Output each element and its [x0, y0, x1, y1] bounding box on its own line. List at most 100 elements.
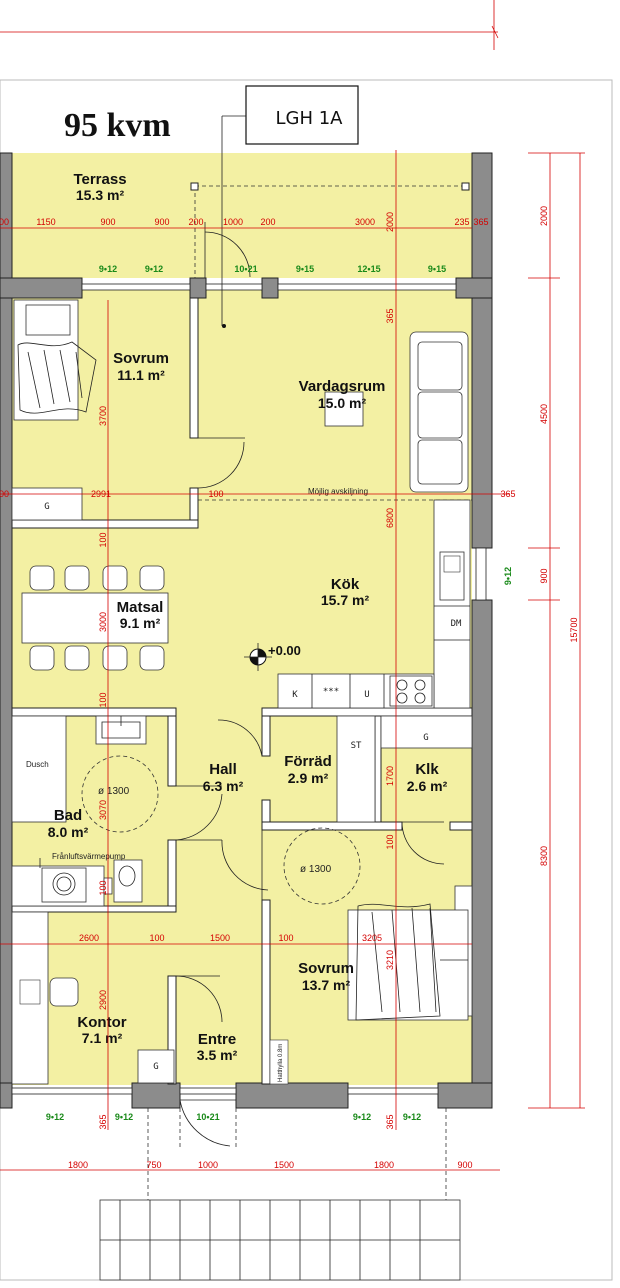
turning-circle-sovrum-label: ø 1300: [300, 864, 332, 875]
dim-r-4: 8300: [539, 846, 549, 866]
room-name-sovrum-1: Sovrum: [113, 350, 169, 367]
bathroom-fixtures: [11, 715, 159, 907]
dim-v-6: 100: [98, 692, 108, 707]
dim-r-1: 4500: [539, 404, 549, 424]
dim-terrace-9: 365: [473, 217, 488, 227]
room-name-forrad: Förräd: [284, 753, 332, 770]
room-name-klk: Klk: [415, 761, 439, 778]
room-name-matsal: Matsal: [117, 599, 164, 616]
room-area-entre: 3.5 m²: [197, 1047, 238, 1063]
exterior-walls: [0, 152, 493, 1109]
window-frames: [11, 283, 487, 1095]
shelf-label: ST: [351, 741, 362, 751]
hat-shelf-label: Hatthylla 0.8m: [278, 1044, 284, 1082]
top-dimension-fragment: [0, 0, 499, 50]
level-marker: [244, 643, 272, 671]
hat-shelf: [269, 1039, 289, 1085]
partition-label: Möjlig avskiljning: [308, 487, 368, 496]
win-top-0: 9•12: [99, 264, 117, 274]
room-name-vardagsrum: Vardagsrum: [299, 378, 386, 395]
dim-hall-4: 3205: [362, 933, 382, 943]
win-top-1: 9•12: [145, 264, 163, 274]
dim-v-7: 3070: [98, 800, 108, 820]
terrace-post-left: [190, 182, 199, 191]
dim-bottom-5: 900: [457, 1160, 472, 1170]
dim-r-2: 900: [539, 568, 549, 583]
dim-terrace-0: 00: [0, 217, 9, 227]
unit-label: LGH 1A: [276, 108, 344, 129]
room-area-matsal: 9.1 m²: [120, 615, 161, 631]
dim-hall-0: 2600: [79, 933, 99, 943]
dim-terrace-7: 3000: [355, 217, 375, 227]
bed-sovrum-1: [13, 299, 97, 421]
dim-v-2: 3700: [98, 406, 108, 426]
room-area-sovrum-2: 13.7 m²: [302, 977, 351, 993]
room-area-hall: 6.3 m²: [203, 778, 244, 794]
room-area-kontor: 7.1 m²: [82, 1030, 123, 1046]
dim-v-8: 1700: [385, 766, 395, 786]
terrace-post-right: [461, 182, 470, 191]
win-bottom-1: 9•12: [115, 1112, 133, 1122]
door-swings: [175, 222, 445, 1147]
sofa: [409, 331, 469, 493]
room-labels: Terrass 15.3 m² Sovrum 11.1 m² Vardagsru…: [48, 171, 448, 1063]
win-bottom-0: 9•12: [46, 1112, 64, 1122]
dim-v-3: 6800: [385, 508, 395, 528]
dining-table: [21, 565, 169, 671]
room-name-bad: Bad: [54, 807, 82, 824]
win-bottom-2: 10•21: [196, 1112, 219, 1122]
oven-label: U: [364, 690, 369, 700]
dim-terrace-1: 1150: [36, 217, 55, 227]
room-area-sovrum-1: 11.1 m²: [117, 367, 165, 383]
dim-v-13: 365: [98, 1114, 108, 1129]
dim-terrace-6: 200: [260, 217, 275, 227]
closet-entre: [137, 1049, 175, 1084]
dishwasher-label: DM: [451, 619, 462, 629]
win-bottom-3: 9•12: [353, 1112, 371, 1122]
dim-hall-1: 100: [149, 933, 164, 943]
shower-label: Dusch: [26, 760, 49, 769]
stove-label: ***: [323, 687, 339, 697]
dim-mid-3: 365: [500, 489, 515, 499]
dim-hall-2: 1500: [210, 933, 230, 943]
turning-circle-sovrum: [283, 827, 361, 905]
dim-v-12: 3210: [385, 950, 395, 970]
dimension-labels: 00 1150 900 900 200 1000 200 3000 235 36…: [0, 206, 579, 1170]
dim-terrace-5: 1000: [223, 217, 243, 227]
dim-hall-3: 100: [278, 933, 293, 943]
window-labels: 9•12 9•12 10•21 9•15 12•15 9•15 9•12 9•1…: [46, 264, 513, 1122]
dim-terrace-2: 900: [100, 217, 115, 227]
dim-r-3: 15700: [569, 617, 579, 642]
dim-terrace-8: 235: [454, 217, 469, 227]
room-name-sovrum-2: Sovrum: [298, 960, 354, 977]
room-area-vardagsrum: 15.0 m²: [318, 395, 367, 411]
kitchen-right-counter: [433, 499, 471, 709]
dim-bottom-4: 1800: [374, 1160, 394, 1170]
unit-label-box: [221, 85, 359, 328]
coffee-table: [324, 391, 364, 427]
closet-label-entre: G: [153, 1062, 158, 1072]
room-area-terrass: 15.3 m²: [76, 187, 125, 203]
level-label: +0.00: [268, 643, 301, 658]
closet-sovrum-1: [11, 487, 83, 521]
fridge-label: K: [292, 690, 298, 700]
dim-mid-0: 00: [0, 489, 9, 499]
office-desk: [11, 911, 79, 1085]
dashed-lines: [179, 185, 472, 1150]
heat-pump-label: Frånluftsvärmepump: [52, 852, 126, 861]
dim-terrace-4: 200: [188, 217, 203, 227]
dimension-lines: [0, 150, 585, 1171]
win-top-2: 10•21: [234, 264, 257, 274]
room-name-terrass: Terrass: [73, 171, 126, 188]
dim-mid-2: 100: [208, 489, 223, 499]
win-top-4: 12•15: [357, 264, 380, 274]
dim-bottom-1: 750: [146, 1160, 161, 1170]
win-top-3: 9•15: [296, 264, 314, 274]
win-right-0: 9•12: [503, 567, 513, 585]
kitchen-bottom-counter: [277, 673, 435, 709]
dim-r-0: 2000: [539, 206, 549, 226]
closet-label-klk: G: [423, 733, 428, 743]
win-bottom-4: 9•12: [403, 1112, 421, 1122]
dim-v-9: 100: [98, 880, 108, 895]
